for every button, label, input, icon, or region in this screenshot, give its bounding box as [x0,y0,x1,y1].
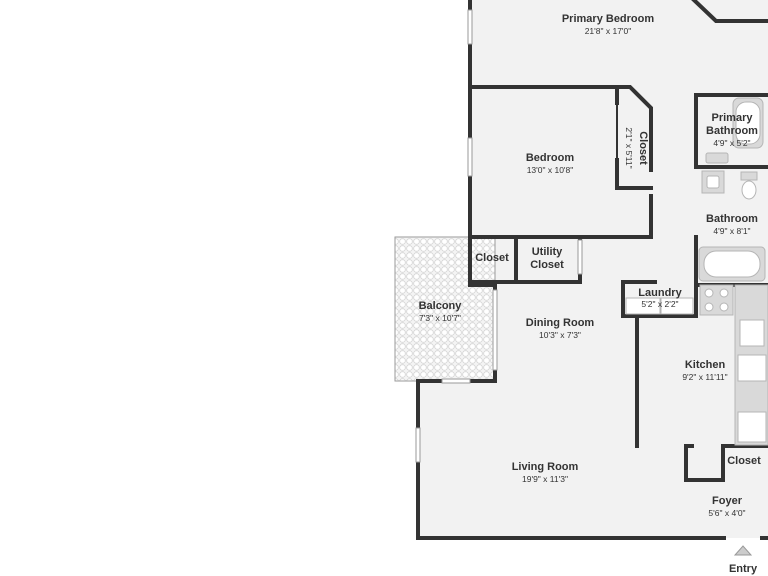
room-name: Closet [475,252,509,264]
room-name: Bedroom [526,152,575,164]
room-primary-bedroom[interactable]: Primary Bedroom 21'8" x 17'0" [562,13,655,36]
room-name-line1: Utility [532,246,563,258]
windows [415,9,583,463]
room-name: Primary Bedroom [562,13,655,25]
room-name-line2: Closet [530,259,564,271]
room-bedroom[interactable]: Bedroom 13'0" x 10'8" [526,152,575,175]
washer [625,297,661,315]
room-name: Bathroom [706,213,758,225]
room-name: Kitchen [685,359,726,371]
room-balcony[interactable]: Balcony 7'3" x 10'7" [419,300,463,323]
entry-label-group[interactable]: Entry [729,563,758,575]
room-labels: Primary Bedroom 21'8" x 17'0" Bedroom 13… [419,13,762,575]
room-dimensions: 10'3" x 7'3" [539,330,581,340]
bath-toilet [741,180,757,200]
room-dimensions: 19'9" x 11'3" [522,474,568,484]
room-utility-closet[interactable]: Utility Closet [530,246,564,271]
room-dimensions: 4'9" x 5'2" [713,138,750,148]
entry-arrow-icon[interactable] [733,545,753,556]
room-dimensions: 13'0" x 10'8" [527,165,574,175]
room-foyer[interactable]: Foyer 5'6" x 4'0" [708,495,745,518]
primary-toilet [705,152,729,164]
room-name: Closet [727,455,761,467]
room-name: Laundry [638,287,682,299]
room-dimensions: 5'2" x 2'2" [641,299,678,309]
dryer [660,297,694,315]
room-name-line2: Bathroom [706,125,758,137]
room-name: Closet [637,131,649,165]
fixtures [625,97,768,446]
room-bathroom[interactable]: Bathroom 4'9" x 8'1" [706,213,758,236]
room-dining-room[interactable]: Dining Room 10'3" x 7'3" [526,317,595,340]
room-dimensions: 21'8" x 17'0" [585,26,632,36]
room-name: Foyer [712,495,743,507]
room-dimensions: 2'1" x 5'11" [624,127,634,168]
room-closet-b[interactable]: Closet [727,455,761,467]
room-dimensions: 9'2" x 11'11" [682,372,727,382]
room-kitchen[interactable]: Kitchen 9'2" x 11'11" [682,359,727,382]
room-dimensions: 4'9" x 8'1" [713,226,750,236]
room-laundry[interactable]: Laundry 5'2" x 2'2" [638,287,682,309]
stove [699,284,734,316]
room-living-room[interactable]: Living Room 19'9" x 11'3" [512,461,579,484]
room-dimensions: 7'3" x 10'7" [419,313,461,323]
room-closet-a[interactable]: Closet [475,252,509,264]
room-bedroom-closet[interactable]: Closet 2'1" x 5'11" [624,127,649,168]
room-primary-bathroom[interactable]: Primary Bathroom 4'9" x 5'2" [706,112,758,148]
room-name: Balcony [419,300,463,312]
room-dimensions: 5'6" x 4'0" [708,508,745,518]
room-name: Living Room [512,461,579,473]
room-name-line1: Primary [712,112,754,124]
room-name: Dining Room [526,317,595,329]
entry-label: Entry [729,563,758,575]
